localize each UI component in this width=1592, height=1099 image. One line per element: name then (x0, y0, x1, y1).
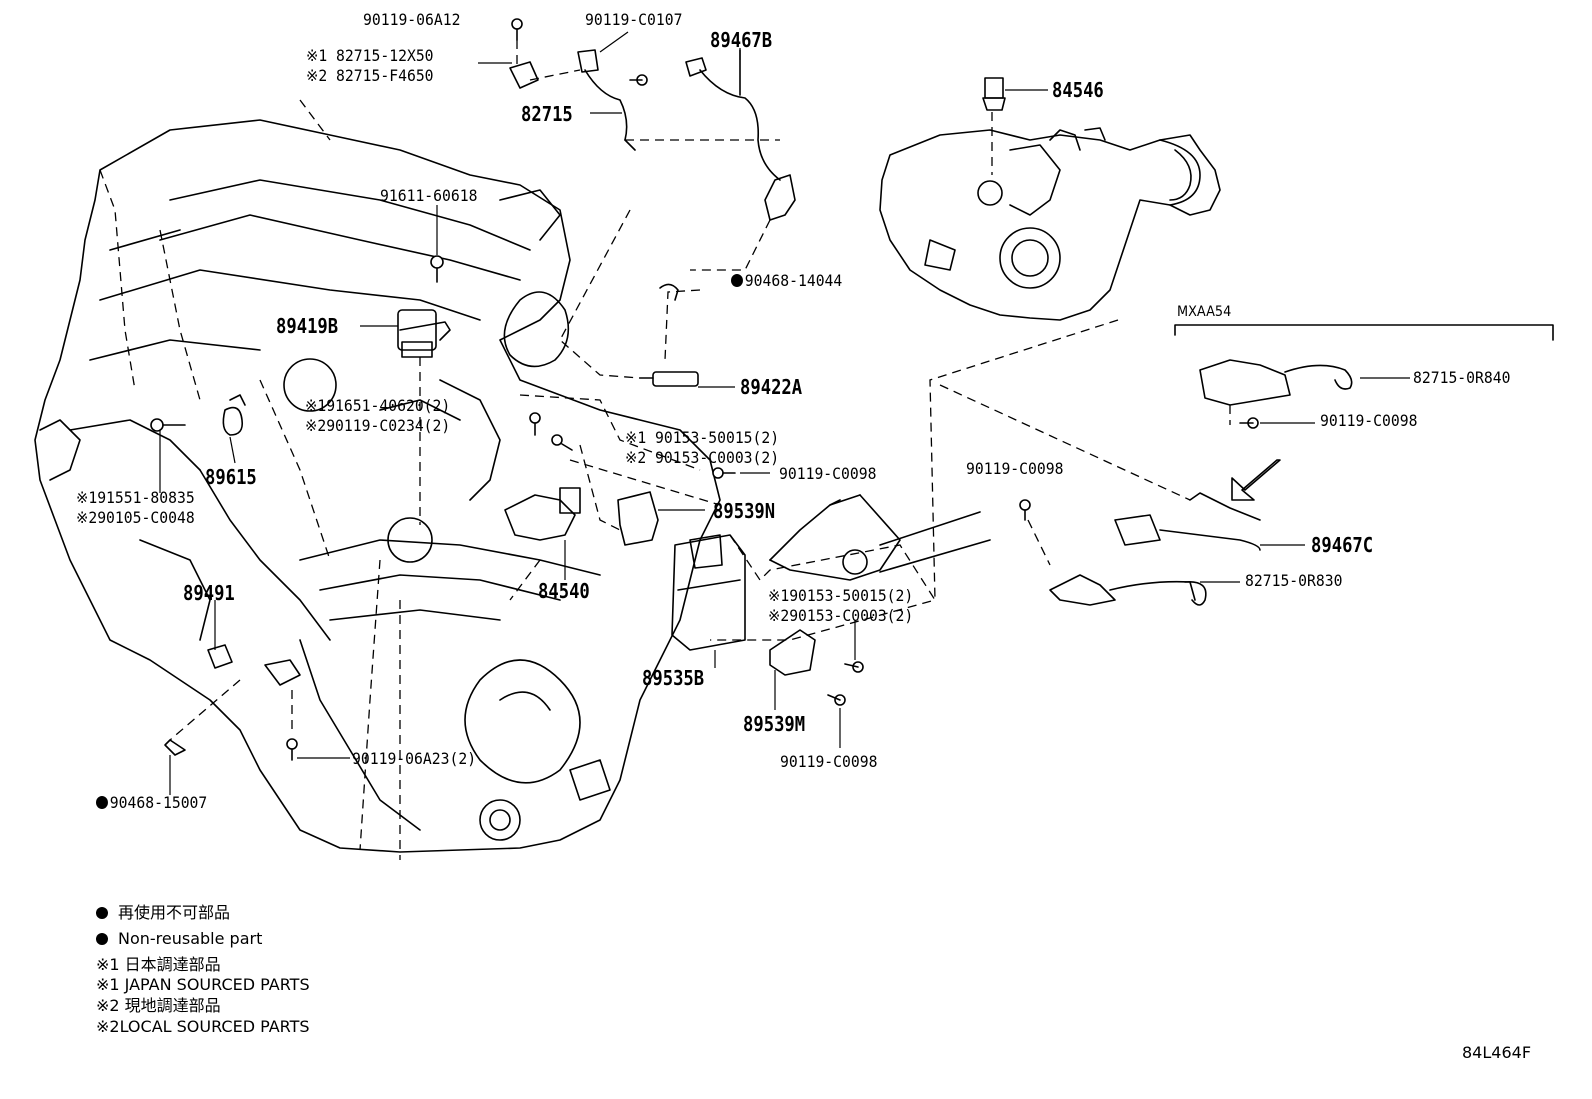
transfer-case-outline (879, 127, 1221, 321)
part-label-90153-C0003-upper: ※2 90153-C0003(2) (625, 448, 780, 467)
part-label-90119-C0098-mid: 90119-C0098 (779, 464, 877, 483)
part-label-89539N: 89539N (713, 499, 776, 523)
part-label-90119-06A23: 90119-06A23(2) (352, 749, 477, 768)
part-label-90468-15007: 90468-15007 (96, 795, 207, 811)
part-label-82715-12X50: ※1 82715-12X50 (306, 46, 434, 65)
part-label-89491: 89491 (183, 581, 235, 605)
part-label-84540: 84540 (538, 579, 590, 603)
drawing-code: 84L464F (1462, 1043, 1532, 1062)
legend-local-en: ※2LOCAL SOURCED PARTS (96, 1017, 310, 1036)
leader-lines (159, 31, 1410, 795)
legend-dot-icon (96, 907, 108, 919)
legend-japan-jp: ※1 日本調達部品 (96, 955, 221, 974)
part-number-text: 90468-15007 (109, 793, 208, 812)
dashed-lines (99, 40, 1231, 860)
model-label-mxaa54: MXAA54 (1177, 304, 1232, 320)
legend-dot-icon (96, 933, 108, 945)
part-shapes (207, 49, 1554, 686)
part-label-89467C: 89467C (1311, 533, 1374, 557)
part-label-82715-F4650: ※2 82715-F4650 (306, 66, 434, 85)
part-label-90105-C0048: ※290105-C0048 (76, 508, 195, 527)
part-label-89539M: 89539M (743, 712, 806, 736)
part-label-91651-40620: ※191651-40620(2) (305, 396, 451, 415)
part-number-text: 90468-14044 (744, 271, 843, 290)
part-label-89422A: 89422A (740, 375, 803, 399)
part-label-82715-0R840: 82715-0R840 (1413, 368, 1511, 387)
engine-outline (34, 119, 721, 853)
legend-nonreusable-jp: 再使用不可部品 (96, 905, 230, 921)
part-label-89419B: 89419B (276, 314, 339, 338)
legend-japan-en: ※1 JAPAN SOURCED PARTS (96, 975, 310, 994)
part-label-84546: 84546 (1052, 78, 1104, 102)
part-label-89615: 89615 (205, 465, 257, 489)
part-label-90119-C0234: ※290119-C0234(2) (305, 416, 451, 435)
part-label-90153-50015-lower: ※190153-50015(2) (768, 586, 914, 605)
exhaust-pipe-outline (769, 494, 991, 581)
part-label-82715: 82715 (521, 102, 573, 126)
part-label-89467B: 89467B (710, 28, 773, 52)
part-label-91551-80835: ※191551-80835 (76, 488, 195, 507)
legend-text: 再使用不可部品 (118, 903, 231, 922)
legend-text: Non-reusable part (118, 929, 263, 948)
part-label-90468-14044: 90468-14044 (731, 273, 842, 289)
part-label-90119-C0098-bottom: 90119-C0098 (780, 752, 878, 771)
part-label-90119-C0107: 90119-C0107 (585, 10, 683, 29)
part-label-90119-C0098-right: 90119-C0098 (1320, 411, 1418, 430)
part-label-89535B: 89535B (642, 666, 705, 690)
part-label-90153-C0003-lower: ※290153-C0003(2) (768, 606, 914, 625)
legend-local-jp: ※2 現地調達部品 (96, 996, 221, 1015)
bolt-shapes (150, 18, 1259, 761)
part-label-91611-60618: 91611-60618 (380, 186, 478, 205)
part-label-90119-06A12: 90119-06A12 (363, 10, 461, 29)
part-label-82715-0R830: 82715-0R830 (1245, 571, 1343, 590)
legend-nonreusable-en: Non-reusable part (96, 931, 262, 947)
non-reusable-dot-icon (96, 796, 108, 809)
non-reusable-dot-icon (731, 274, 743, 287)
part-label-90153-50015-upper: ※1 90153-50015(2) (625, 428, 780, 447)
part-label-90119-C0098-center: 90119-C0098 (966, 459, 1064, 478)
